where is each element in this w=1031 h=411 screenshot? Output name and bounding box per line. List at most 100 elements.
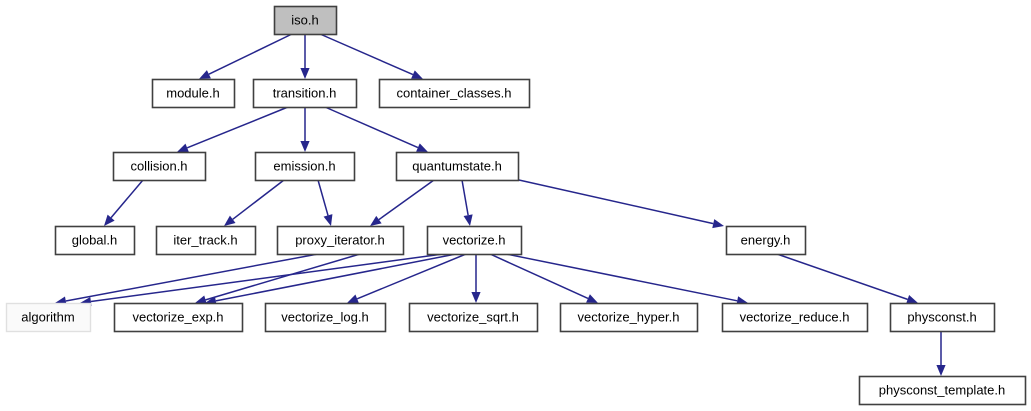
node-label: transition.h — [273, 85, 337, 100]
edge-iso-to-transition — [300, 34, 310, 79]
edge-transition-to-emission — [300, 107, 310, 152]
arrow-head-icon — [323, 214, 333, 226]
node-box[interactable] — [113, 302, 244, 333]
edge-quantumstate-to-vectorize — [461, 179, 473, 226]
node-collision[interactable]: collision.h — [112, 151, 207, 182]
arrow-head-icon — [347, 294, 359, 304]
edges-layer — [55, 33, 946, 376]
edge-line — [319, 33, 414, 76]
node-label: physconst_template.h — [879, 382, 1005, 397]
edge-quantumstate-to-proxy_iterator — [370, 179, 435, 226]
edge-line — [378, 179, 435, 221]
node-label: vectorize_log.h — [281, 309, 368, 324]
edge-physconst-to-physconst_template — [936, 331, 946, 376]
arrow-head-icon — [104, 214, 115, 226]
edge-collision-to-global — [104, 179, 144, 226]
node-quantumstate[interactable]: quantumstate.h — [395, 151, 520, 182]
node-box[interactable] — [426, 225, 523, 256]
node-module[interactable]: module.h — [151, 78, 236, 109]
edge-line — [356, 253, 467, 300]
node-box[interactable] — [276, 225, 405, 256]
node-vectorize[interactable]: vectorize.h — [426, 225, 523, 256]
edge-line — [509, 177, 714, 225]
node-physconst_template[interactable]: physconst_template.h — [858, 375, 1027, 406]
edge-line — [110, 179, 144, 219]
node-label: iso.h — [291, 12, 318, 27]
node-box[interactable] — [254, 151, 356, 182]
node-label: global.h — [72, 232, 118, 247]
edge-vectorize-to-vectorize_exp — [205, 253, 457, 306]
node-physconst[interactable]: physconst.h — [889, 302, 996, 333]
edge-line — [90, 253, 444, 303]
edge-energy-to-physconst — [776, 253, 918, 304]
edge-quantumstate-to-energy — [509, 177, 724, 229]
node-vectorize_hyper[interactable]: vectorize_hyper.h — [559, 302, 699, 333]
node-box[interactable] — [5, 302, 92, 333]
node-transition[interactable]: transition.h — [252, 78, 358, 109]
node-emission[interactable]: emission.h — [254, 151, 356, 182]
node-box[interactable] — [54, 225, 136, 256]
edge-iso-to-module — [199, 33, 293, 79]
node-label: collision.h — [130, 158, 187, 173]
node-label: vectorize_sqrt.h — [427, 309, 519, 324]
node-box[interactable] — [112, 151, 207, 182]
edge-line — [461, 179, 469, 216]
edge-line — [208, 33, 293, 75]
node-box[interactable] — [151, 78, 236, 109]
arrow-head-icon — [195, 295, 207, 305]
node-label: container_classes.h — [397, 85, 512, 100]
node-container_classes[interactable]: container_classes.h — [378, 78, 531, 109]
node-box[interactable] — [858, 375, 1027, 406]
node-box[interactable] — [559, 302, 699, 333]
node-label: quantumstate.h — [412, 158, 502, 173]
edge-line — [324, 106, 419, 149]
edge-vectorize-to-vectorize_reduce — [505, 253, 748, 306]
node-vectorize_sqrt[interactable]: vectorize_sqrt.h — [408, 302, 539, 333]
node-algorithm[interactable]: algorithm — [5, 302, 92, 333]
arrow-head-icon — [712, 219, 724, 229]
edge-iso-to-container_classes — [319, 33, 423, 79]
node-vectorize_reduce[interactable]: vectorize_reduce.h — [721, 302, 869, 333]
arrow-head-icon — [370, 215, 382, 226]
node-box[interactable] — [395, 151, 520, 182]
arrow-head-icon — [300, 68, 310, 79]
node-box[interactable] — [155, 225, 257, 256]
node-label: module.h — [166, 85, 219, 100]
edge-vectorize-to-vectorize_sqrt — [471, 254, 481, 303]
node-box[interactable] — [725, 225, 807, 256]
node-box[interactable] — [378, 78, 531, 109]
node-box[interactable] — [408, 302, 539, 333]
node-box[interactable] — [721, 302, 869, 333]
edge-line — [489, 253, 589, 300]
edge-proxy_iterator-to-vectorize_exp — [195, 253, 361, 305]
arrow-head-icon — [416, 143, 428, 152]
node-global[interactable]: global.h — [54, 225, 136, 256]
edge-vectorize-to-vectorize_hyper — [489, 253, 598, 303]
node-label: vectorize_hyper.h — [578, 309, 680, 324]
nodes-layer: iso.h module.h transition.h container_class… — [5, 5, 1027, 406]
node-iter_track[interactable]: iter_track.h — [155, 225, 257, 256]
node-label: iter_track.h — [173, 232, 237, 247]
edge-line — [505, 253, 738, 302]
arrow-head-icon — [177, 143, 189, 153]
node-box[interactable] — [264, 302, 387, 333]
arrow-head-icon — [586, 294, 598, 303]
arrow-head-icon — [224, 215, 236, 226]
node-label: energy.h — [741, 232, 791, 247]
node-iso[interactable]: iso.h — [273, 5, 338, 36]
node-energy[interactable]: energy.h — [725, 225, 807, 256]
arrow-head-icon — [936, 365, 946, 376]
node-box[interactable] — [252, 78, 358, 109]
arrow-head-icon — [463, 214, 473, 226]
edge-proxy_iterator-to-algorithm — [55, 253, 319, 306]
node-box[interactable] — [273, 5, 338, 36]
node-vectorize_exp[interactable]: vectorize_exp.h — [113, 302, 244, 333]
edge-line — [232, 179, 285, 220]
edge-line — [776, 253, 908, 301]
edge-emission-to-proxy_iterator — [317, 179, 333, 226]
node-vectorize_log[interactable]: vectorize_log.h — [264, 302, 387, 333]
edge-transition-to-quantumstate — [324, 106, 428, 152]
node-proxy_iterator[interactable]: proxy_iterator.h — [276, 225, 405, 256]
arrow-head-icon — [471, 292, 481, 303]
node-box[interactable] — [889, 302, 996, 333]
